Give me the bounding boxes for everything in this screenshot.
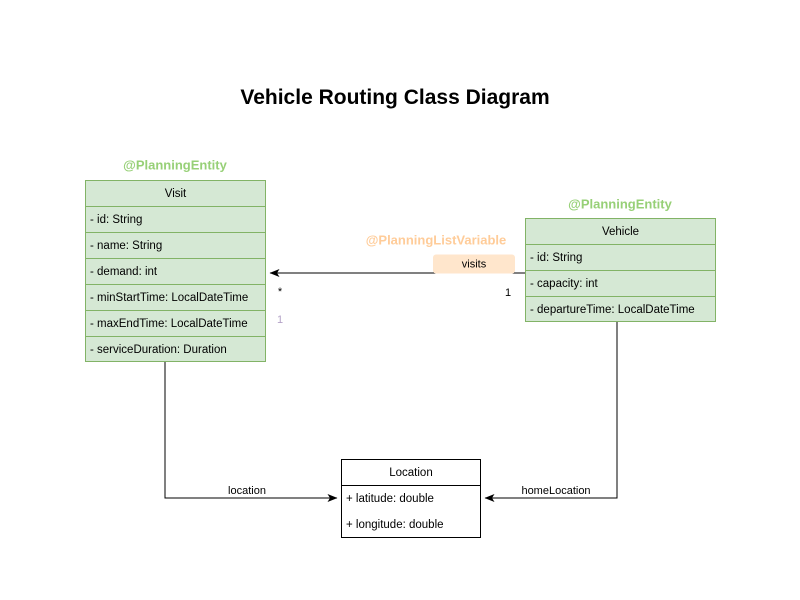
edge-home-location[interactable] [484, 322, 618, 502]
location-edge-label[interactable]: location [226, 485, 268, 497]
class-visit-attribute: - demand: int [86, 258, 265, 284]
visits-multiplicity-visit-side: * [277, 286, 283, 298]
class-location-name: Location [342, 460, 480, 486]
class-visit-attribute: - name: String [86, 232, 265, 258]
diagram-title: Vehicle Routing Class Diagram [240, 86, 550, 109]
class-location-attribute: + latitude: double [346, 493, 434, 505]
class-visit-attribute: - serviceDuration: Duration [86, 336, 265, 361]
visit-planning-entity-annotation: @PlanningEntity [123, 157, 227, 173]
class-visit-attribute: - maxEndTime: LocalDateTime [86, 310, 265, 336]
class-visit[interactable]: Visit - id: String - name: String - dema… [85, 180, 266, 362]
visits-multiplicity-vehicle-side: 1 [504, 287, 512, 299]
class-visit-name: Visit [164, 187, 187, 200]
class-vehicle[interactable]: Vehicle - id: String - capacity: int - d… [525, 218, 716, 322]
class-visit-attribute: - minStartTime: LocalDateTime [86, 284, 265, 310]
class-vehicle-attribute: - capacity: int [526, 270, 715, 296]
class-visit-attribute: - id: String [86, 206, 265, 232]
edge-location[interactable] [164, 362, 338, 502]
home-location-edge-label[interactable]: homeLocation [519, 485, 593, 497]
class-vehicle-attribute: - id: String [526, 244, 715, 270]
visits-edge-label[interactable]: visits [433, 254, 515, 274]
vehicle-planning-entity-annotation: @PlanningEntity [568, 196, 672, 212]
visits-secondary-multiplicity: 1 [276, 314, 284, 326]
class-location[interactable]: Location + latitude: double + longitude:… [341, 459, 481, 538]
class-vehicle-name: Vehicle [601, 225, 640, 238]
class-location-attribute: + longitude: double [346, 519, 444, 531]
visits-planning-list-variable-annotation: @PlanningListVariable [365, 232, 507, 248]
class-vehicle-attribute: - departureTime: LocalDateTime [526, 296, 715, 321]
